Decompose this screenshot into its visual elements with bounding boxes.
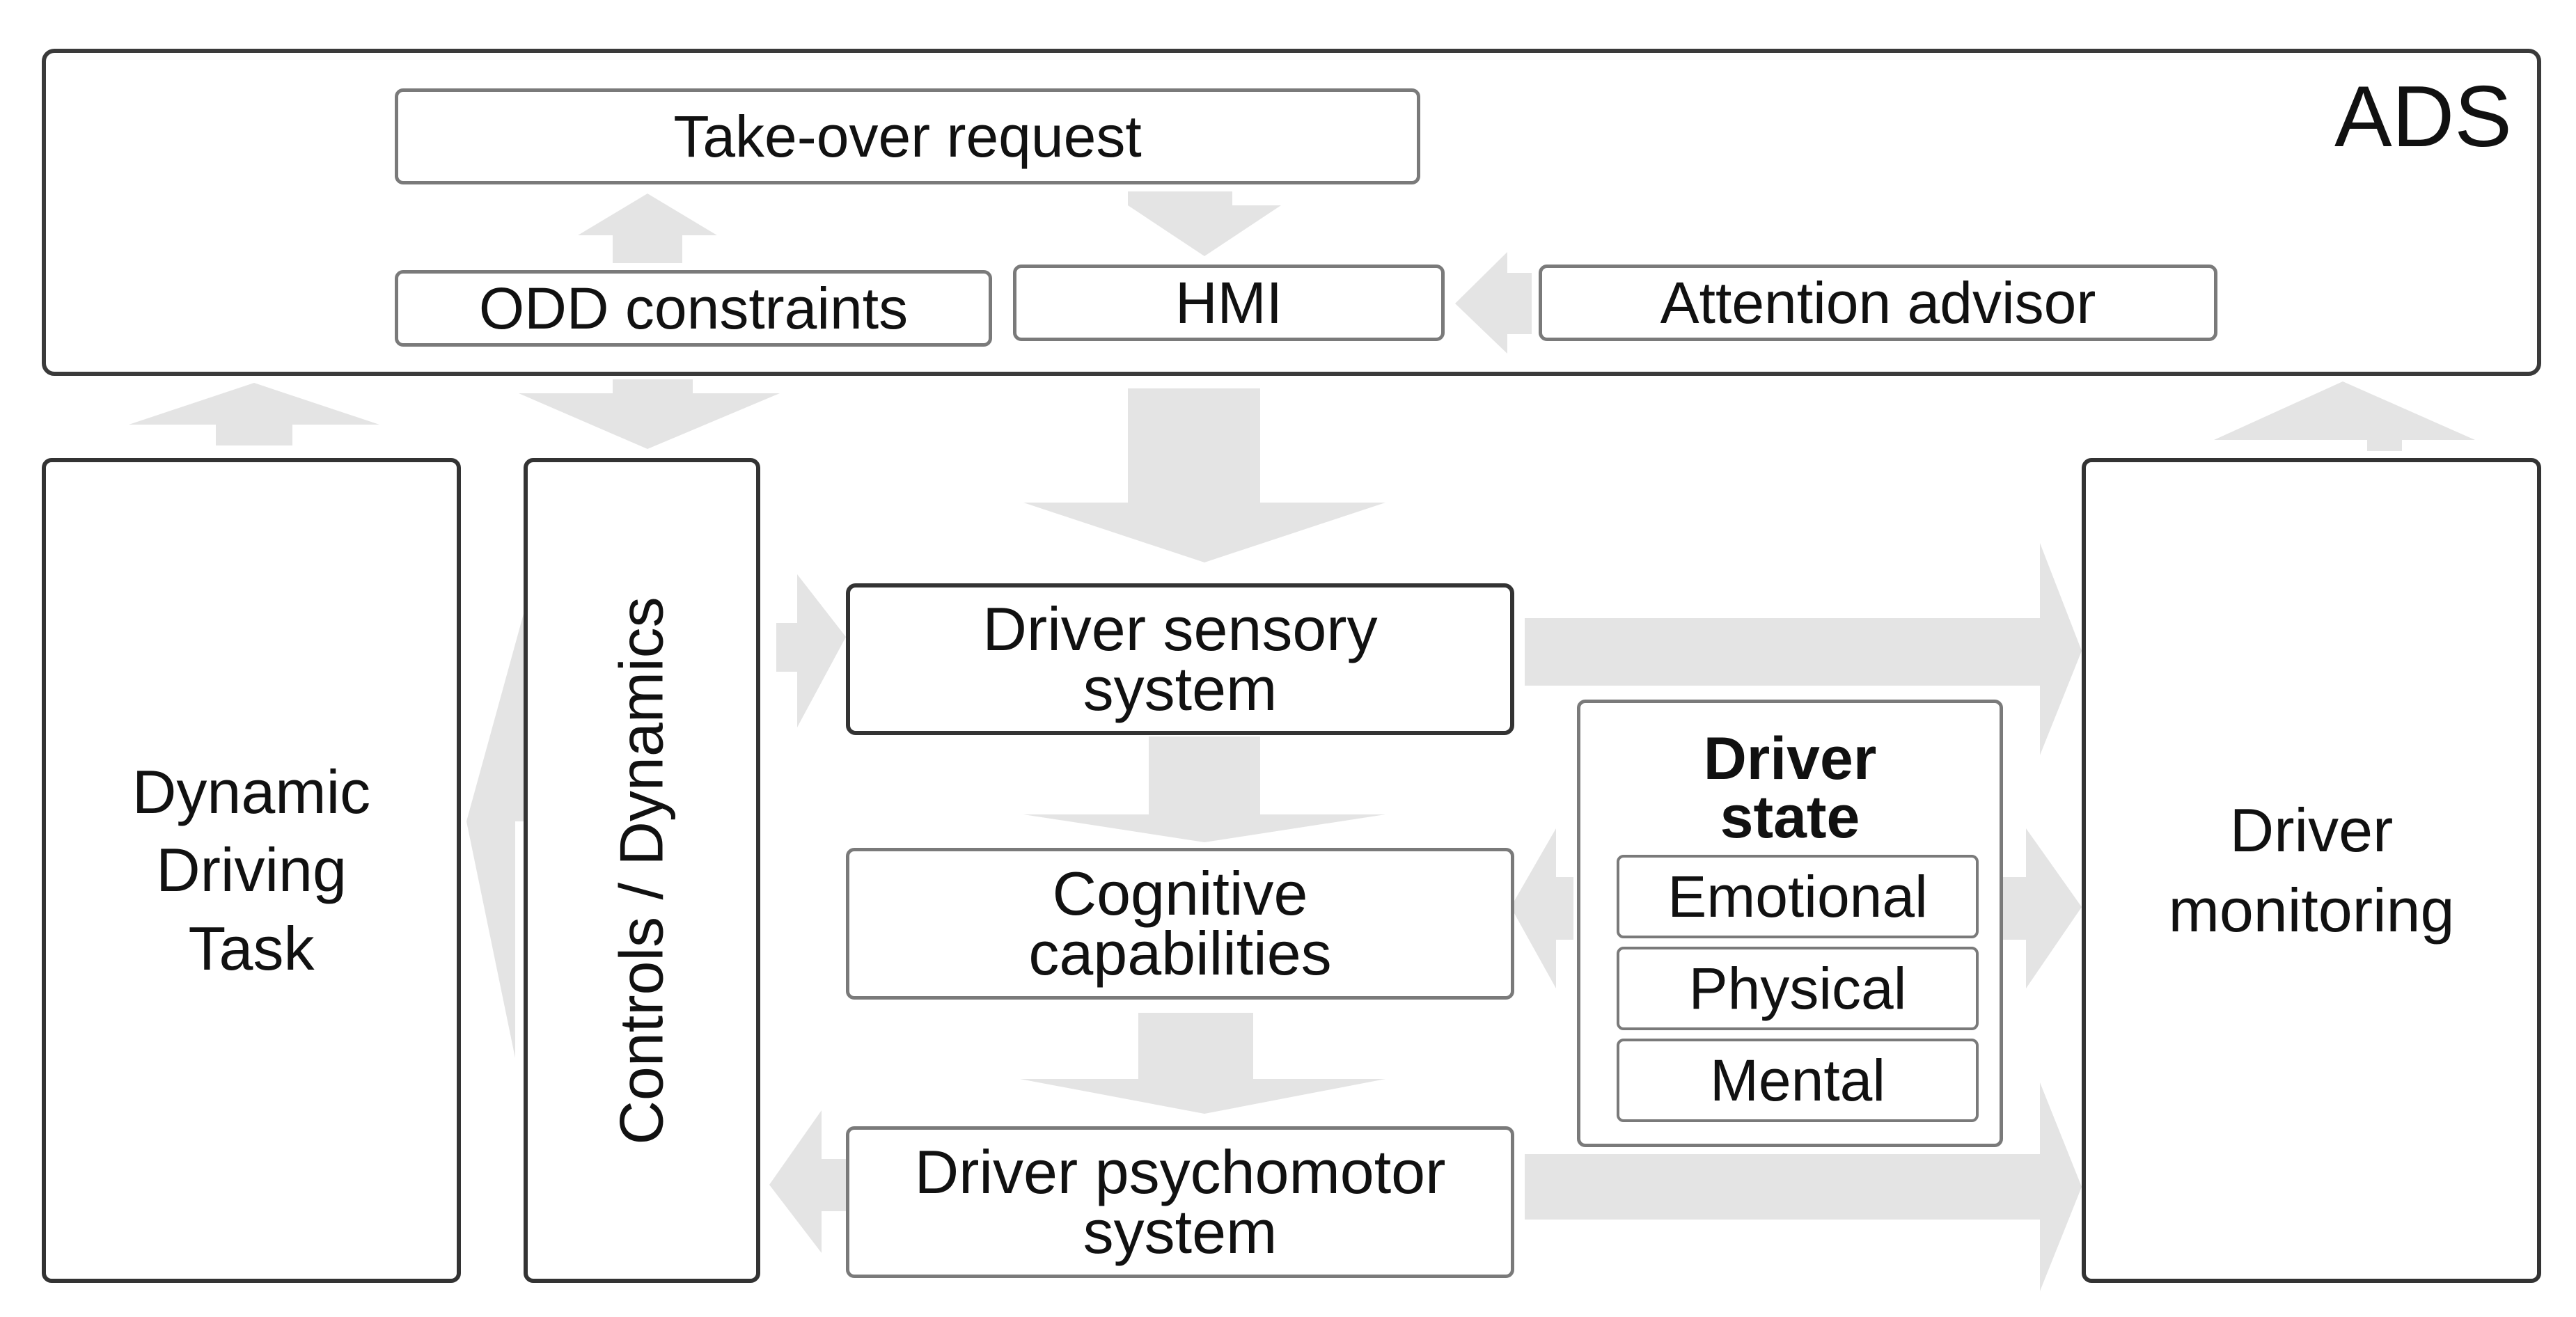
driver-state-mental: Mental [1617,1039,1979,1122]
arrow-state-to-cognitive [1511,828,1573,988]
driver-monitoring-label: Driver monitoring [2168,796,2455,945]
arrow-monitoring-to-ads [2214,381,2475,451]
controls-dynamics-label: Controls / Dynamics [607,596,677,1145]
cognitive-capabilities-label: Cognitive capabilities [1028,858,1332,988]
arrow-ads-to-controls [519,379,780,449]
takeover-request-label: Take-over request [673,104,1142,169]
driver-psychomotor-system-box: Driver psychomotor system [846,1126,1514,1278]
attention-advisor-box: Attention advisor [1539,265,2217,341]
driver-sensory-system-box: Driver sensory system [846,583,1514,735]
driver-state-title: Driver state [1703,725,1877,851]
ads-title: ADS [2334,69,2512,165]
arrow-takeover-to-hmi [1128,191,1281,256]
ads-container: ADS [42,49,2541,376]
driver-state-mental-label: Mental [1709,1048,1886,1113]
arrow-psychomotor-to-monitoring [1525,1082,2082,1291]
controls-dynamics-box: Controls / Dynamics [524,458,760,1283]
driver-state-emotional: Emotional [1617,855,1979,938]
arrow-odd-to-takeover [578,194,717,263]
arrow-hmi-to-sensory [1023,388,1385,562]
odd-constraints-box: ODD constraints [395,270,992,347]
arrow-sensory-to-cognitive [1023,736,1385,842]
attention-advisor-label: Attention advisor [1660,270,2096,336]
arrow-cognitive-to-psychomotor [1020,1013,1385,1114]
odd-constraints-label: ODD constraints [478,276,909,341]
arrow-controls-to-sensory [776,574,846,727]
cognitive-capabilities-box: Cognitive capabilities [846,848,1514,1000]
driver-state-physical-label: Physical [1688,956,1907,1021]
driver-psychomotor-system-label: Driver psychomotor system [914,1137,1446,1266]
hmi-box: HMI [1013,265,1445,341]
driver-sensory-system-label: Driver sensory system [982,594,1378,723]
arrow-ddt-to-ads [129,383,379,445]
dynamic-driving-task-label: Dynamic Driving Task [132,757,371,983]
arrow-controls-to-ddt [466,599,528,1058]
arrow-state-to-monitoring [2002,828,2082,988]
driver-state-physical: Physical [1617,947,1979,1030]
dynamic-driving-task-box: Dynamic Driving Task [42,458,461,1283]
hmi-label: HMI [1175,270,1282,336]
arrow-attention-to-hmi [1455,252,1532,354]
takeover-request-box: Take-over request [395,88,1420,184]
driver-state-emotional-label: Emotional [1667,864,1928,929]
arrow-psychomotor-to-controls [769,1110,849,1253]
driver-monitoring-box: Driver monitoring [2082,458,2541,1283]
arrow-sensory-to-monitoring [1525,543,2082,755]
